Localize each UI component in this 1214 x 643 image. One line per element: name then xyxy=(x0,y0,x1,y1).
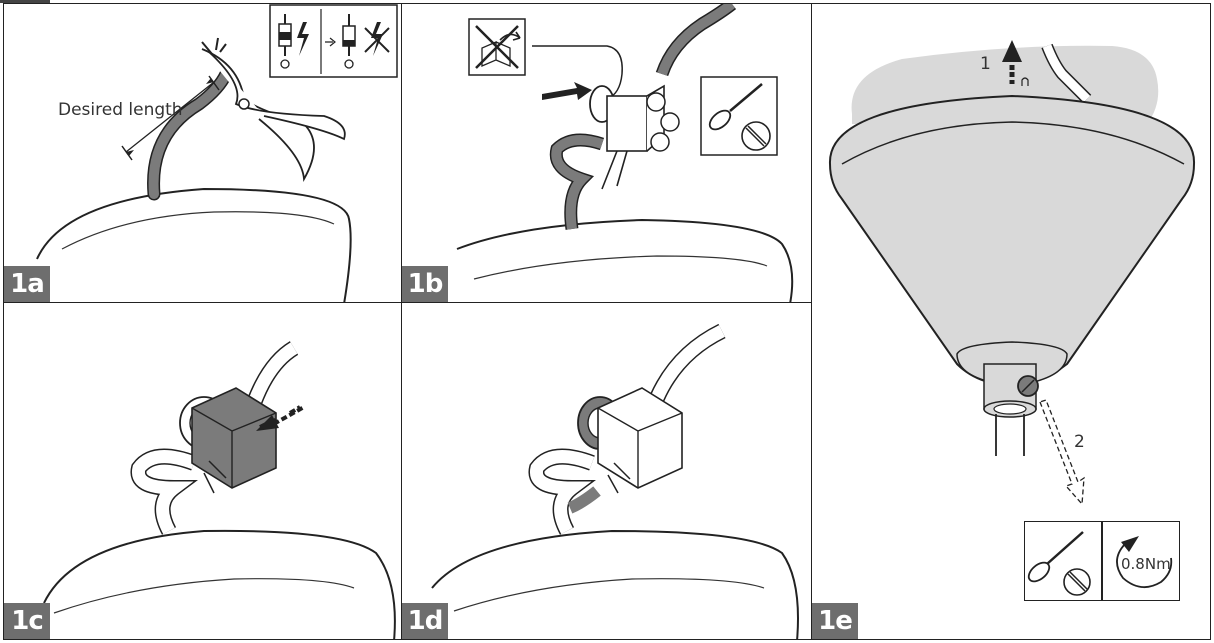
step-number-1: 1 xyxy=(980,54,991,74)
power-off-icon xyxy=(269,4,398,78)
screwdriver-icon xyxy=(700,76,778,156)
torque-value: 0.8Nm xyxy=(1121,555,1171,573)
desired-length-label: Desired length xyxy=(58,100,183,120)
panel-1b: 1b xyxy=(401,3,813,303)
panel-1c: 1c xyxy=(3,302,403,640)
step-number-2: 2 xyxy=(1074,432,1085,452)
step-label-1d: 1d xyxy=(402,603,448,639)
screwdriver-icon xyxy=(1027,531,1091,596)
panel-1a: Desired length 1a xyxy=(3,3,403,303)
top-edge-bar xyxy=(0,0,50,3)
cut-wire-illustration xyxy=(36,37,352,302)
connector-wiring-illustration xyxy=(456,4,794,302)
covered-connector-illustration xyxy=(431,323,799,639)
step-label-1b: 1b xyxy=(402,266,448,302)
no-junction-box-icon xyxy=(468,18,526,76)
step-label-1c: 1c xyxy=(4,603,50,639)
torque-instruction-box: 0.8Nm xyxy=(1024,521,1180,601)
mount-canopy-illustration xyxy=(828,40,1196,506)
panel-1e: 1 2 0.8Nm 1e xyxy=(811,3,1211,640)
step-label-1a: 1a xyxy=(4,266,50,302)
rotate-torque-icon xyxy=(1116,536,1173,588)
step-label-1e: 1e xyxy=(812,603,858,639)
cover-connector-illustration xyxy=(43,341,396,639)
panel-1d: 1d xyxy=(401,302,813,640)
